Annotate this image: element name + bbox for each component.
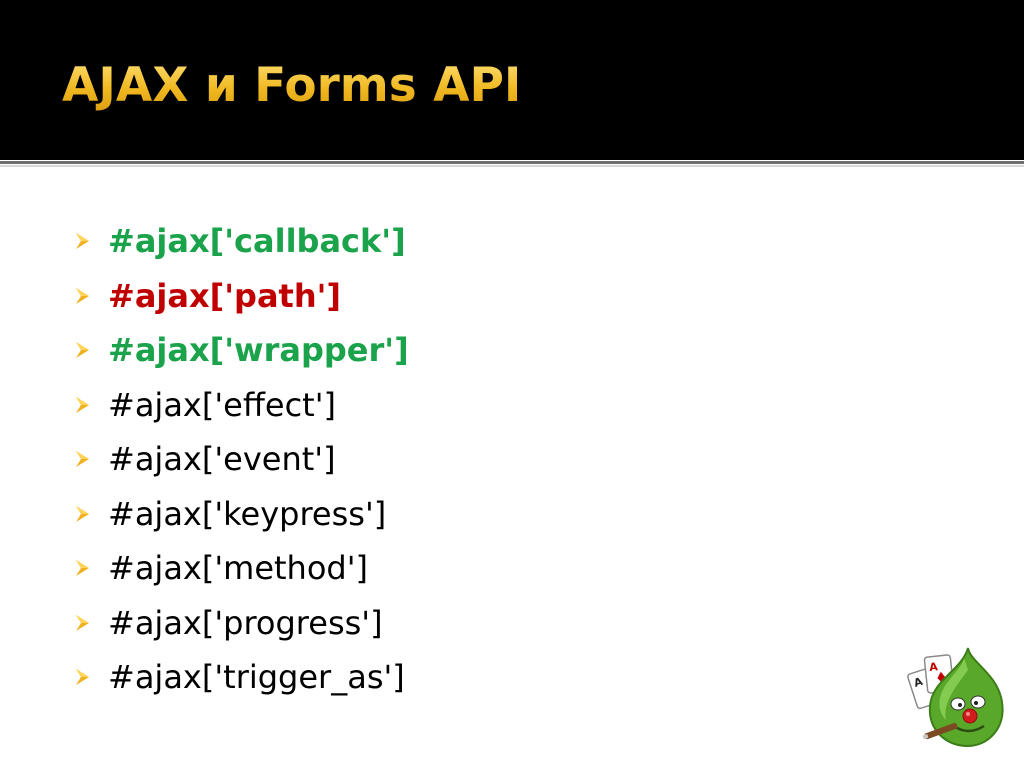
arrow-bullet-icon [72,596,108,650]
bullet-text: #ajax['progress'] [108,603,383,642]
list-item: #ajax['keypress'] [72,487,409,542]
list-item: #ajax['effect'] [72,378,409,433]
list-item: #ajax['path'] [72,269,409,324]
bullet-list: #ajax['callback'] #ajax['path'] #ajax['w… [72,214,409,705]
arrow-bullet-icon [72,650,108,704]
arrow-bullet-icon [72,541,108,595]
slide-title: AJAX и Forms API [62,56,521,116]
bullet-text: #ajax['event'] [108,440,336,479]
title-divider-shadow [0,165,1024,167]
arrow-bullet-icon [72,214,108,268]
title-bar: AJAX и Forms API [0,0,1024,160]
bullet-text: #ajax['wrapper'] [108,331,409,370]
list-item: #ajax['trigger_as'] [72,650,409,705]
drupal-drop-with-playing-cards-icon: A A [907,647,1004,748]
svg-text:A: A [929,660,939,674]
bullet-text: #ajax['keypress'] [108,494,387,533]
arrow-bullet-icon [72,487,108,541]
title-divider [0,161,1024,164]
list-item: #ajax['event'] [72,432,409,487]
bullet-text: #ajax['path'] [108,276,342,315]
list-item: #ajax['progress'] [72,596,409,651]
bullet-text: #ajax['trigger_as'] [108,658,405,697]
arrow-bullet-icon [72,432,108,486]
arrow-bullet-icon [72,323,108,377]
list-item: #ajax['callback'] [72,214,409,269]
arrow-bullet-icon [72,378,108,432]
list-item: #ajax['wrapper'] [72,323,409,378]
list-item: #ajax['method'] [72,541,409,596]
arrow-bullet-icon [72,269,108,323]
bullet-text: #ajax['effect'] [108,385,336,424]
drupal-drop-icon [922,647,1004,748]
bullet-text: #ajax['method'] [108,549,368,588]
bullet-text: #ajax['callback'] [108,222,406,261]
